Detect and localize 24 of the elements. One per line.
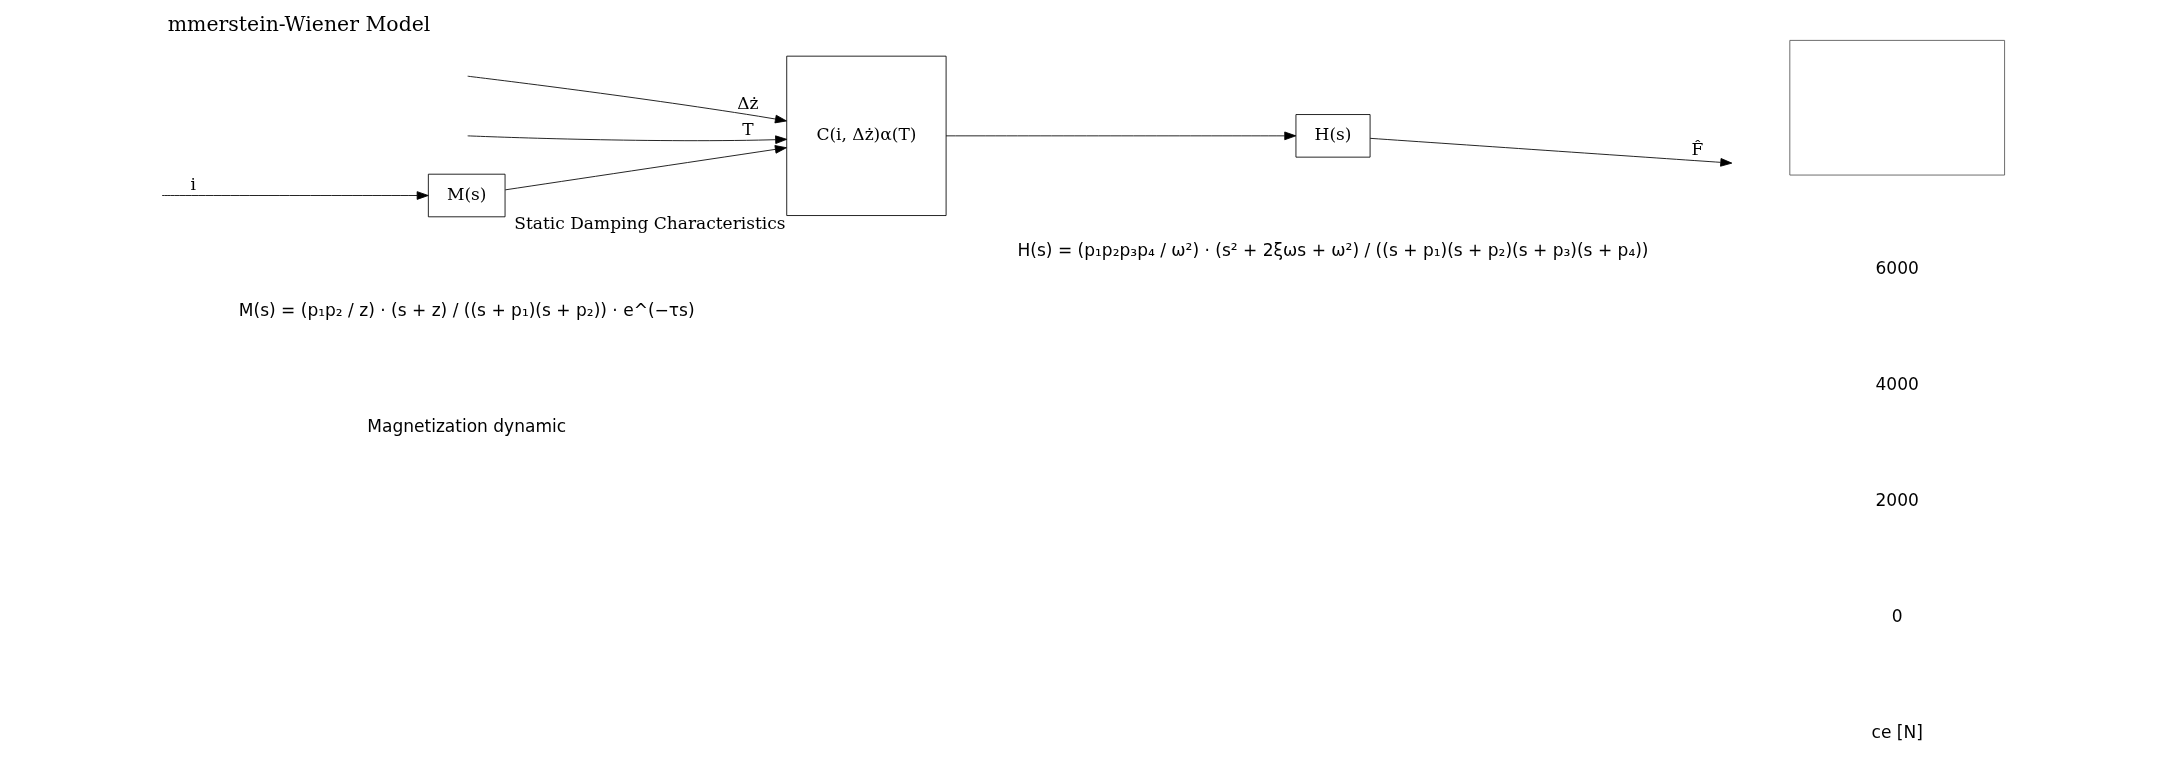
edge-label: T: [741, 118, 754, 139]
arrow: [466, 135, 787, 154]
arrow: [945, 131, 1296, 141]
arrow: [504, 135, 787, 191]
label: ce [N]: [1871, 721, 1923, 742]
label: 6000: [1875, 257, 1919, 278]
arrow: [1369, 137, 1732, 167]
diagram-title: mmerstein-Wiener Model: [167, 12, 430, 37]
node-box: [1788, 39, 2005, 176]
label: H(s) = (p₁p₂p₃p₄ / ω²) · (s² + 2ξωs + ω²) / ((s + p₁)(s + p₂)(s + p₃)(s + p₄)): [1017, 240, 1649, 261]
node-box: M(s): [427, 173, 505, 218]
node-label: Static Damping Characteristics: [513, 213, 786, 234]
label: 4000: [1875, 373, 1919, 394]
edge-label: F̂: [1690, 139, 1703, 160]
label: M(s) = (p₁p₂ / z) · (s + z) / ((s + p₁)(s + p₂)) · e^(−τs): [238, 299, 695, 320]
label: Magnetization dynamic: [366, 415, 566, 436]
label: 0: [1891, 605, 1903, 626]
node-box: C(i, Δż)α(T): [785, 55, 946, 216]
arrow: [466, 75, 787, 124]
label: 2000: [1875, 489, 1919, 510]
edge-label: i: [189, 174, 196, 195]
edge-label: Δż: [736, 93, 759, 114]
arrow: [161, 191, 429, 200]
node-box: H(s): [1295, 114, 1370, 158]
